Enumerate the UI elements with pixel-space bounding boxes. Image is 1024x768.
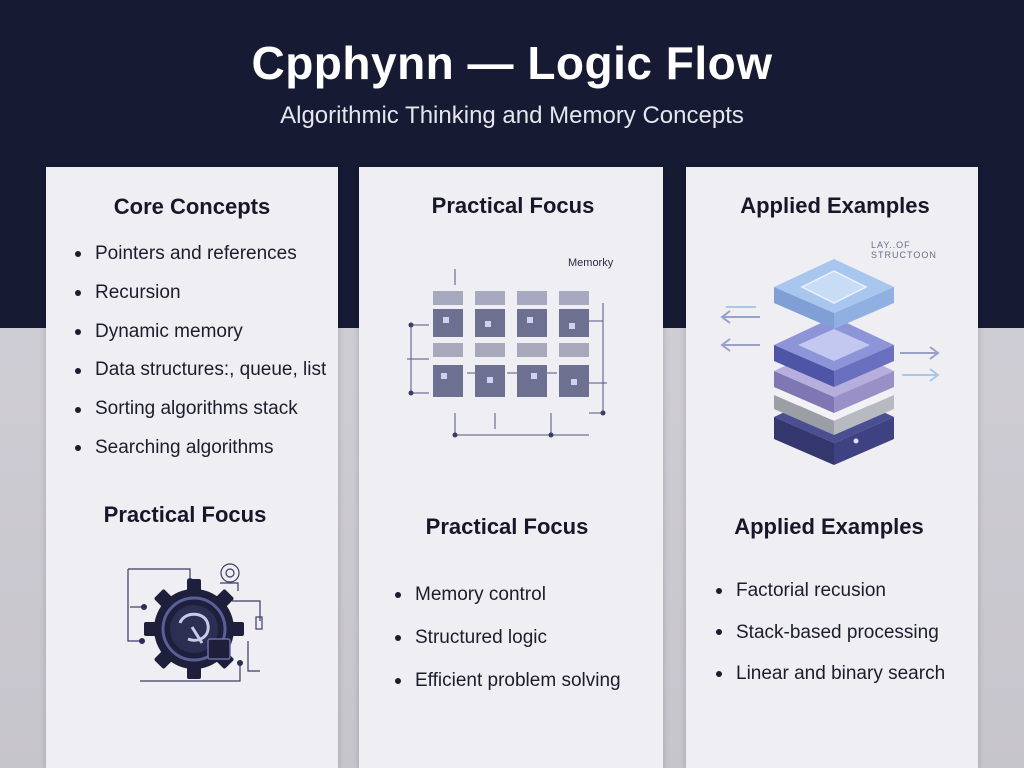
stack-label: LAY..OF STRUCTOON [871, 240, 937, 260]
memory-grid-diagram [407, 269, 607, 438]
panel-heading: Applied Examples [740, 193, 930, 218]
applied-examples-list: Factorial recusion Stack-based processin… [713, 570, 945, 695]
list-item: Factorial recusion [713, 570, 945, 612]
layered-stack-diagram [720, 259, 940, 465]
list-item: Linear and binary search [713, 653, 945, 695]
gear-circuit-icon [127, 563, 263, 682]
list-item: Efficient problem solving [392, 659, 621, 702]
memory-label: Memorky [568, 257, 614, 269]
list-item: Searching algorithms [72, 429, 326, 468]
panel-applied-examples: Applied Examples LAY..OF STRUCTOON [686, 167, 978, 768]
list-item: Dynamic memory [72, 313, 326, 352]
panel-heading: Practical Focus [431, 193, 595, 218]
list-item: Sorting algorithms stack [72, 390, 326, 429]
practical-focus-list: Memory control Structured logic Efficien… [392, 573, 621, 702]
panel-subheading: Practical Focus [425, 514, 589, 539]
list-item: Stack-based processing [713, 612, 945, 654]
panel-subheading: Applied Examples [734, 514, 924, 539]
panel-core-concepts: Core Concepts Pointers and references Re… [46, 167, 338, 768]
list-item: Memory control [392, 573, 621, 616]
page-subtitle: Algorithmic Thinking and Memory Concepts [280, 102, 744, 129]
list-item: Structured logic [392, 616, 621, 659]
panel-subheading: Practical Focus [103, 502, 267, 527]
panel-heading: Core Concepts [113, 194, 271, 219]
page-title: Cpphynn — Logic Flow [251, 37, 773, 89]
list-item: Pointers and references [72, 235, 326, 274]
panel-practical-focus: Practical Focus Memorky [359, 167, 663, 768]
core-concepts-list: Pointers and references Recursion Dynami… [72, 235, 326, 468]
list-item: Recursion [72, 274, 326, 313]
list-item: Data structures:, queue, list [72, 351, 326, 390]
